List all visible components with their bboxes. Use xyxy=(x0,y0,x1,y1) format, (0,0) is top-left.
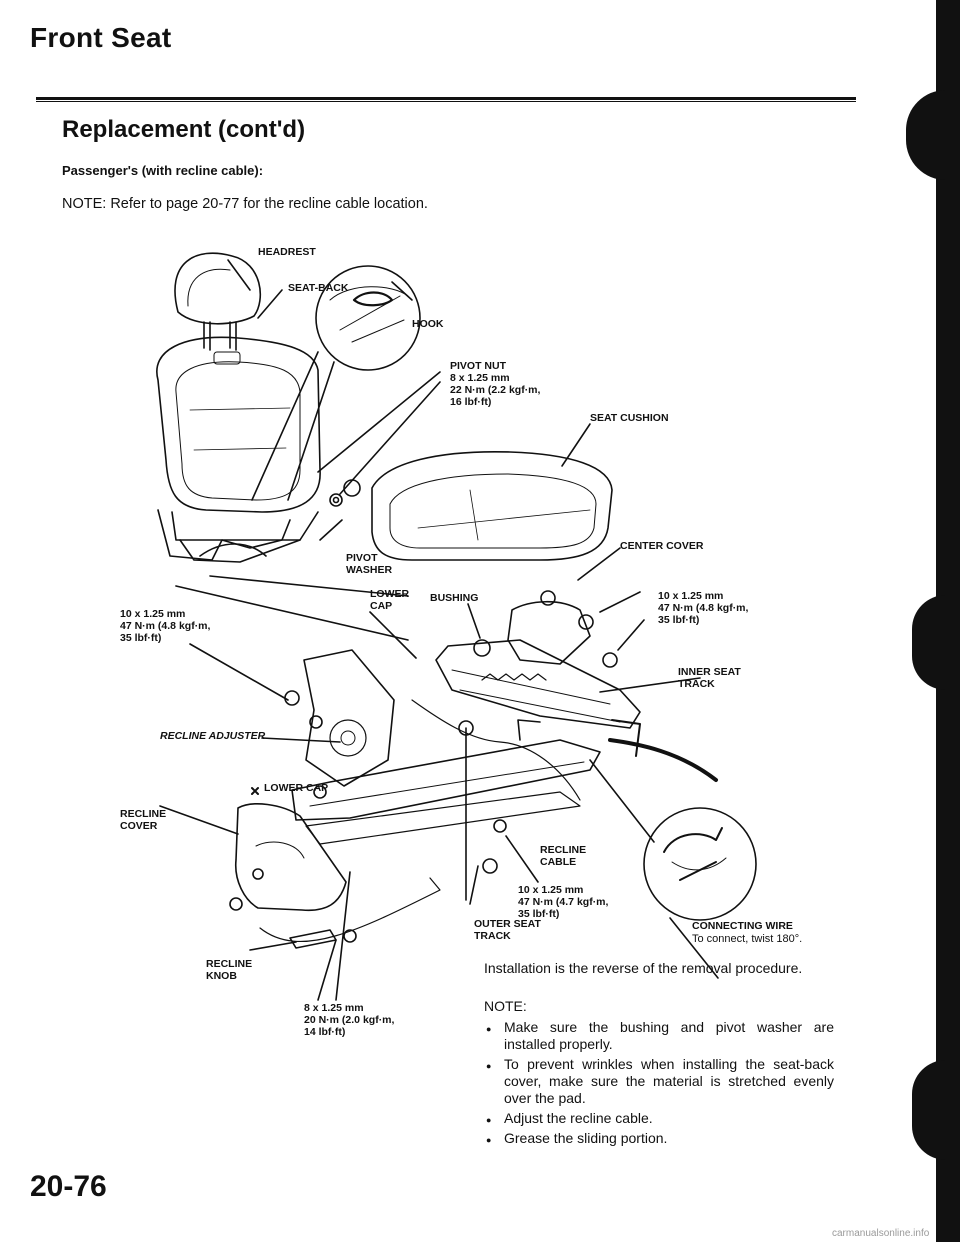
label-hook: HOOK xyxy=(412,318,444,330)
label-outer-seat-track: OUTER SEAT TRACK xyxy=(474,918,541,942)
label-pivot-washer: PIVOT WASHER xyxy=(346,552,393,576)
recline-cable-shape xyxy=(411,699,581,801)
subheading: Passenger's (with recline cable): xyxy=(62,163,264,178)
watermark: carmanualsonline.info xyxy=(832,1228,930,1239)
page-number: 20-76 xyxy=(30,1170,107,1203)
label-torque-left: 10 x 1.25 mm 47 N·m (4.8 kgf·m, 35 lbf·f… xyxy=(120,608,211,644)
recline-cover-shape xyxy=(234,803,347,912)
header-rule-thin xyxy=(36,101,856,102)
label-lower-cap-lower: LOWER CAP xyxy=(264,782,329,794)
label-torque-right-lower: 10 x 1.25 mm 47 N·m (4.7 kgf·m, 35 lbf·f… xyxy=(518,884,609,920)
recline-knob-shape xyxy=(289,929,337,949)
seat-cushion-shape xyxy=(371,450,613,561)
note-item: Make sure the bushing and pivot washer a… xyxy=(486,1019,834,1053)
notes-block: NOTE: Make sure the bushing and pivot wa… xyxy=(484,998,834,1150)
caption-connecting-wire: To connect, twist 180°. xyxy=(692,933,803,945)
label-bushing: BUSHING xyxy=(430,592,479,604)
procedure-text: Installation is the reverse of the remov… xyxy=(484,960,803,976)
section-title: Replacement (cont'd) xyxy=(62,116,306,143)
label-connecting-wire: CONNECTING WIRE xyxy=(692,920,793,932)
hook-detail-circle xyxy=(315,265,421,371)
bushing-shape xyxy=(473,639,491,657)
label-recline-knob: RECLINE KNOB xyxy=(206,958,253,982)
label-recline-adjuster: RECLINE ADJUSTER xyxy=(160,730,266,742)
label-seat-back: SEAT-BACK xyxy=(288,282,349,294)
notes-list: Make sure the bushing and pivot washer a… xyxy=(484,1019,834,1149)
outer-seat-track-shape xyxy=(291,739,601,821)
label-recline-cover: RECLINE COVER xyxy=(120,808,167,832)
inner-seat-track-shape xyxy=(435,639,641,729)
header-rule xyxy=(36,97,856,100)
page-title: Front Seat xyxy=(30,22,172,53)
seat-back-shape xyxy=(156,336,321,513)
notes-title: NOTE: xyxy=(484,998,527,1014)
label-torque-bottom: 8 x 1.25 mm 20 N·m (2.0 kgf·m, 14 lbf·ft… xyxy=(304,1002,395,1038)
label-center-cover: CENTER COVER xyxy=(620,540,704,552)
label-pivot-nut: PIVOT NUT 8 x 1.25 mm 22 N·m (2.2 kgf·m,… xyxy=(450,360,541,408)
label-headrest: HEADREST xyxy=(258,246,316,258)
label-inner-seat-track: INNER SEAT TRACK xyxy=(678,666,741,690)
headrest-shape xyxy=(174,252,262,325)
connecting-wire-detail-circle xyxy=(643,807,757,921)
page-note: NOTE: Refer to page 20-77 for the reclin… xyxy=(62,196,428,212)
recline-adjuster-shape xyxy=(303,649,395,787)
label-torque-right-upper: 10 x 1.25 mm 47 N·m (4.8 kgf·m, 35 lbf·f… xyxy=(658,590,749,626)
note-item: Grease the sliding portion. xyxy=(486,1130,834,1149)
label-lower-cap: LOWER CAP xyxy=(370,588,410,612)
edge-tab xyxy=(912,595,946,690)
label-recline-cable: RECLINE CABLE xyxy=(540,844,587,868)
edge-tab xyxy=(912,1060,946,1160)
note-item: Adjust the recline cable. xyxy=(486,1110,834,1129)
pivot-nut-shape xyxy=(343,479,361,497)
center-cover-shape xyxy=(507,600,591,665)
label-seat-cushion: SEAT CUSHION xyxy=(590,412,669,424)
note-item: To prevent wrinkles when installing the … xyxy=(486,1056,834,1107)
